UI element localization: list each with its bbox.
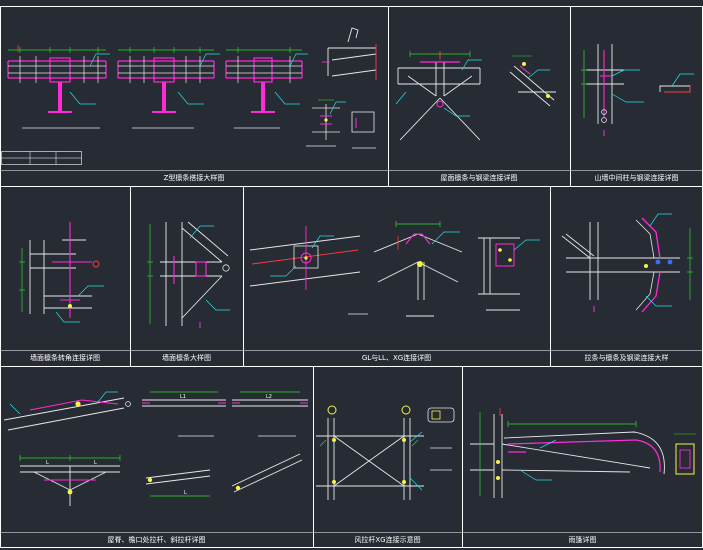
panel-10-drawing	[470, 408, 696, 498]
caption-p4: 墙面檩条转角连接详图	[30, 354, 100, 362]
dim-label-l1: L1	[180, 394, 186, 400]
panel-4-drawing	[19, 222, 104, 323]
caption-p6: GL与LL、XG连接详图	[361, 354, 432, 362]
dim-label-l-c: L	[184, 490, 187, 496]
dim-label-l-b: L	[94, 460, 97, 466]
caption-p1: Z型檩条搭接大样图	[163, 174, 225, 182]
caption-p5: 墙面檩条大样图	[162, 354, 211, 362]
purlin-lap-2	[117, 57, 215, 113]
caption-p2: 屋面檩条与钢梁连接详图	[440, 174, 518, 182]
caption-p8: 屋脊、檐口处拉杆、斜拉杆详图	[107, 536, 206, 544]
purlin-lap-1	[7, 57, 107, 113]
panel-9-drawing	[316, 405, 455, 500]
dim-label-l: L	[46, 460, 49, 466]
dim-label-l2: L2	[266, 394, 272, 400]
caption-p9: 风拉杆XG连接示意图	[354, 536, 421, 544]
caption-p10: 雨篷详图	[568, 536, 597, 544]
panel-2-drawing	[395, 51, 556, 141]
panel-6-drawing	[249, 221, 540, 317]
panel-5-drawing	[147, 221, 230, 328]
panel-8-drawing	[3, 391, 308, 506]
panel-frame	[0, 6, 703, 548]
panel-3-drawing	[581, 44, 694, 136]
panel-1-drawing	[7, 27, 377, 149]
caption-p7: 拉条与檩条及钢梁连接大样	[584, 354, 669, 362]
caption-p3: 山墙中间柱与钢梁连接详图	[594, 174, 679, 182]
panel-7-drawing	[561, 213, 693, 313]
dimension-labels: L1 L2 L L L	[46, 394, 272, 496]
purlin-lap-3	[225, 57, 303, 113]
